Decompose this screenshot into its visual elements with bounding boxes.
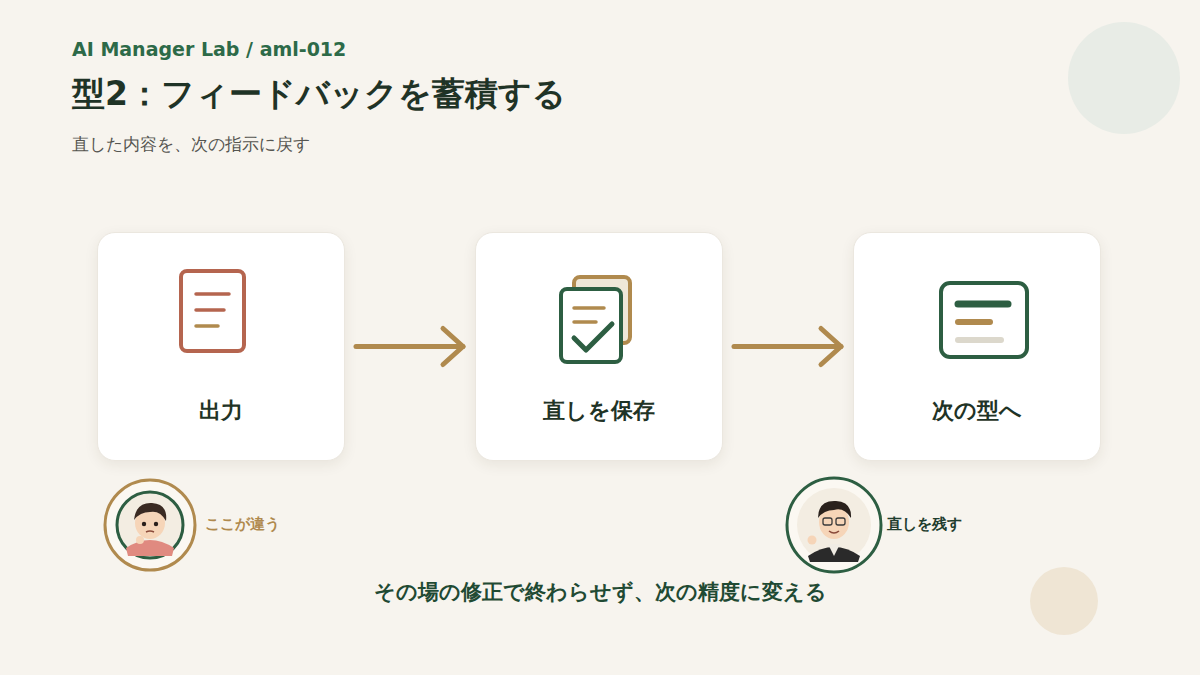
- process-box: 出力: [97, 232, 345, 461]
- saved-check-icon: [561, 277, 630, 362]
- node-label: 次の型へ: [854, 396, 1100, 426]
- process-box: 直しを保存: [475, 232, 723, 461]
- header-label: AI Manager Lab / aml-012: [72, 38, 346, 60]
- process-box: 次の型へ: [853, 232, 1101, 461]
- title: 型2：フィードバックを蓄積する: [72, 72, 566, 117]
- flow-arrow: [734, 329, 841, 365]
- node-label: 出力: [98, 396, 344, 426]
- speech-label: 直しを残す: [887, 515, 962, 534]
- deco-circle: [1068, 22, 1180, 134]
- flow-arrow: [356, 329, 463, 365]
- caption: その場の修正で終わらせず、次の精度に変える: [374, 578, 827, 606]
- document-icon: [181, 271, 244, 351]
- avatar-right: [787, 478, 881, 572]
- avatar-left: [105, 480, 195, 570]
- deco-circle: [1030, 567, 1098, 635]
- subtitle: 直した内容を、次の指示に戻す: [72, 133, 310, 156]
- template-icon: [941, 283, 1027, 357]
- speech-label: ここが違う: [205, 515, 280, 534]
- node-label: 直しを保存: [476, 396, 722, 426]
